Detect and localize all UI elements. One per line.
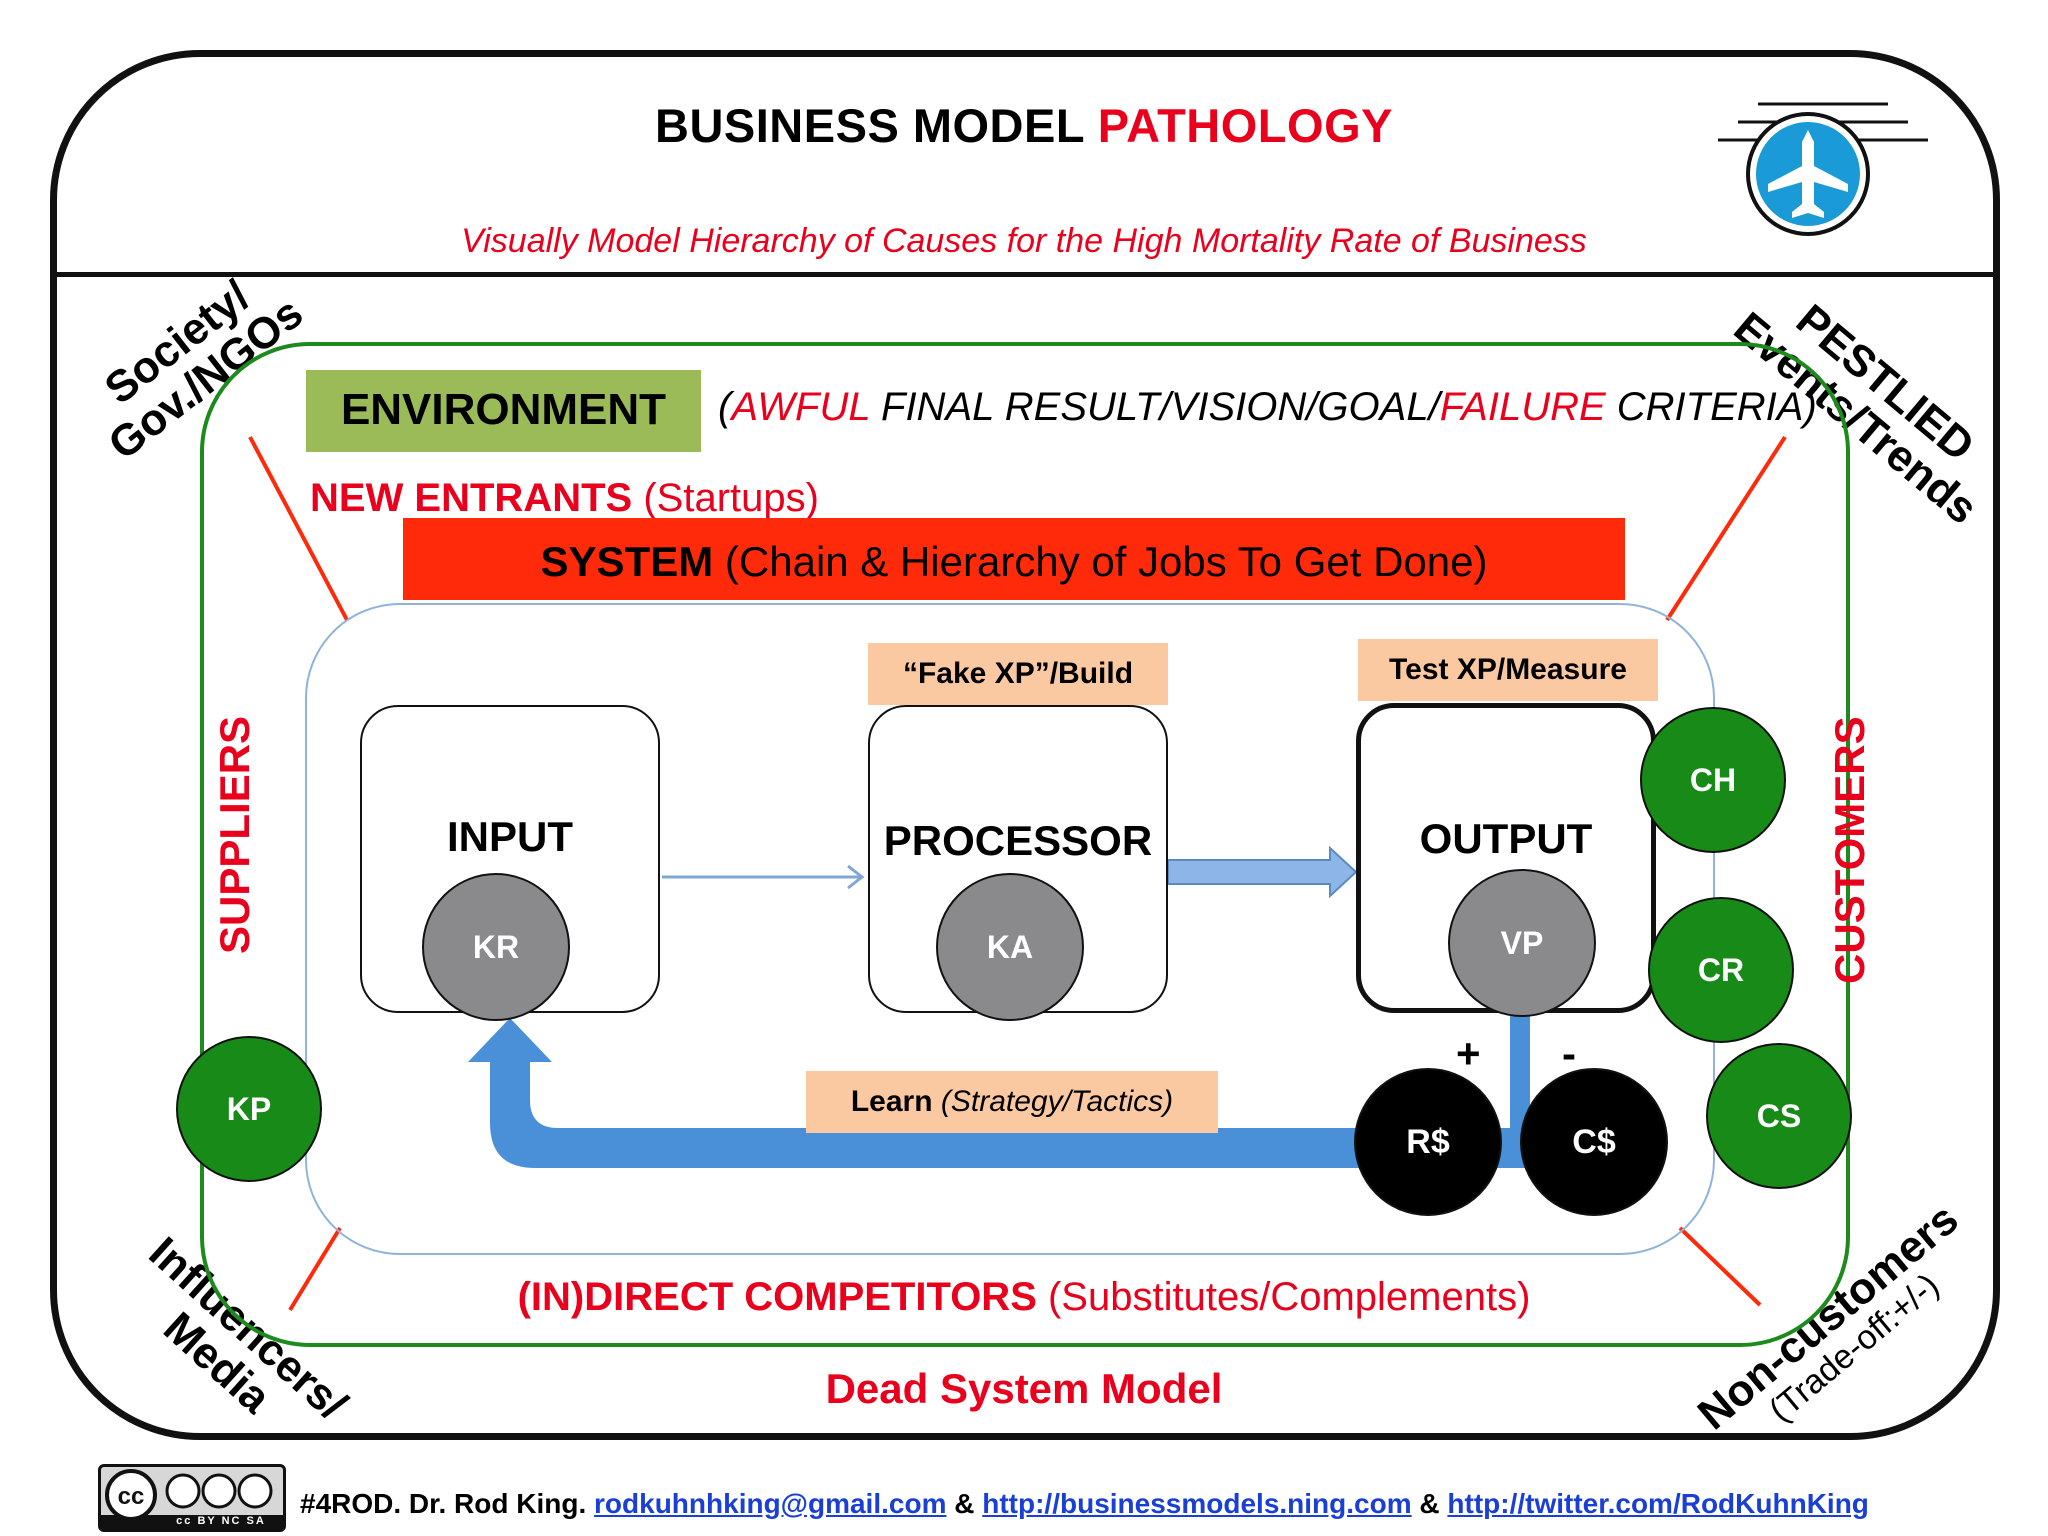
kr-circle: KR [422,873,570,1021]
cc-license-text: cc BY NC SA [176,1515,266,1527]
learn-feedback-arrow [468,1010,1560,1168]
kp-circle: KP [176,1036,322,1182]
twitter-link[interactable]: http://twitter.com/RodKuhnKing [1447,1488,1869,1519]
processor-to-output-arrow [1167,845,1358,899]
learn-label: Learn [850,1085,933,1118]
system-bar [403,518,1625,600]
footer-sep-2: & [1411,1488,1448,1519]
outer-frame [50,50,2000,1440]
build-tag: “Fake XP”/Build [868,643,1168,705]
cost-circle: C$ [1520,1068,1668,1216]
system-title: SYSTEM [540,538,714,585]
criteria-awful: AWFUL [731,385,870,429]
footer-author: #4ROD. Dr. Rod King. [300,1488,595,1519]
svg-text:cc: cc [118,1483,145,1510]
vp-circle: VP [1448,869,1596,1017]
connector-top-right [1665,435,1787,622]
learn-tag: Learn (Strategy/Tactics) [806,1071,1218,1133]
cs-circle: CS [1706,1043,1852,1189]
environment-criteria: (AWFUL FINAL RESULT/VISION/GOAL/FAILURE … [718,385,1817,430]
footer-credits: #4ROD. Dr. Rod King. rodkuhnhking@gmail.… [300,1488,1869,1520]
system-label: SYSTEM (Chain & Hierarchy of Jobs To Get… [403,538,1625,586]
competitors-detail: (Substitutes/Complements) [1036,1275,1531,1319]
measure-tag: Test XP/Measure [1358,639,1658,701]
connector-top-left [248,436,349,621]
page-title: BUSINESS MODEL PATHOLOGY [0,98,2048,153]
environment-label: ENVIRONMENT [340,385,667,434]
output-label: OUTPUT [1419,815,1593,862]
minus-sign: - [1562,1030,1576,1077]
system-detail: (Chain & Hierarchy of Jobs To Get Done) [713,538,1488,585]
ch-circle: CH [1640,707,1786,853]
criteria-open: ( [718,385,732,429]
header-divider [50,272,2000,277]
cr-circle: CR [1648,897,1794,1043]
learn-detail: (Strategy/Tactics) [932,1085,1174,1118]
competitors-title: (IN)DIRECT COMPETITORS [517,1275,1037,1319]
processor-label: PROCESSOR [883,817,1153,864]
dead-model-label: Dead System Model [825,1365,1223,1412]
criteria-failure: FAILURE [1439,385,1606,429]
new-entrants-label: NEW ENTRANTS (Startups) [310,476,819,521]
revenue-circle: R$ [1354,1068,1502,1216]
environment-frame [200,342,1850,1347]
criteria-end: CRITERIA) [1605,385,1817,429]
page-subtitle: Visually Model Hierarchy of Causes for t… [461,222,1587,260]
new-entrants-title: NEW ENTRANTS [310,476,633,520]
competitors-label: (IN)DIRECT COMPETITORS (Substitutes/Comp… [0,1275,2048,1320]
environment-box [306,370,701,452]
airplane-icon [1718,102,1928,236]
title-part-2: PATHOLOGY [1097,99,1393,152]
ning-link[interactable]: http://businessmodels.ning.com [982,1488,1412,1519]
new-entrants-detail: (Startups) [632,476,819,520]
plus-sign: + [1456,1030,1481,1077]
cc-license-badge: cc cc BY NC SA [98,1464,286,1532]
title-part-1: BUSINESS MODEL [655,99,1098,152]
email-link[interactable]: rodkuhnhking@gmail.com [594,1488,947,1519]
footer-sep-1: & [946,1488,983,1519]
criteria-mid: FINAL RESULT/VISION/GOAL/ [869,385,1440,429]
cc-license-icon: cc [101,1469,283,1529]
input-label: INPUT [447,813,573,860]
ka-circle: KA [936,873,1084,1021]
